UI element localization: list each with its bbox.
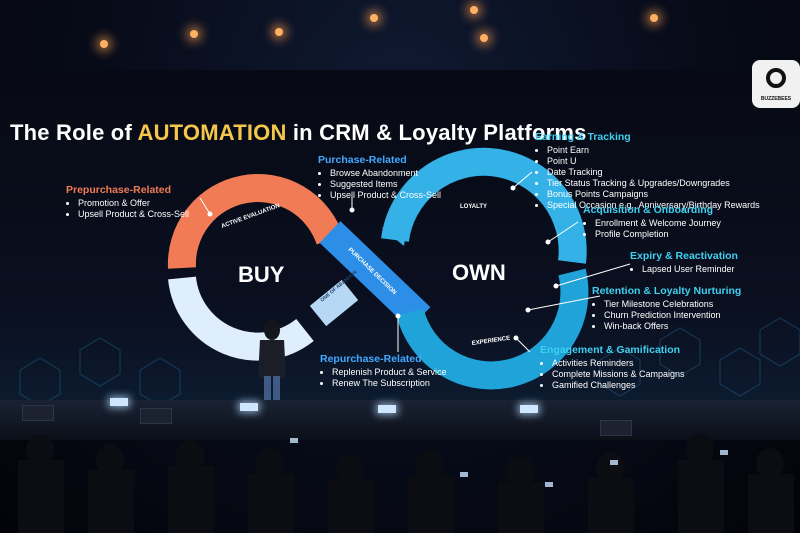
stage-monitor-speaker — [600, 420, 632, 436]
purchase-heading: Purchase-Related — [318, 154, 407, 166]
repurchase-block: Repurchase-Related Replenish Product & S… — [320, 354, 447, 389]
list-item: Upsell Product & Cross-Sell — [330, 190, 441, 201]
ceiling-light — [470, 6, 478, 14]
list-item: Churn Prediction Intervention — [604, 310, 741, 321]
expiry-heading: Expiry & Reactivation — [630, 250, 738, 262]
list-item: Gamified Challenges — [552, 380, 685, 391]
title-suffix: in CRM & Loyalty Platforms — [286, 120, 587, 145]
abandon-band — [309, 279, 359, 327]
prepurchase-block: Prepurchase-Related Promotion & Offer Up… — [66, 185, 189, 220]
list-item: Upsell Product & Cross-Sell — [78, 209, 189, 220]
audience — [18, 434, 794, 533]
list-item: Special Occasion e.g., Anniversary/Birth… — [547, 200, 760, 211]
retention-heading: Retention & Loyalty Nurturing — [592, 285, 742, 297]
logo-ring-icon — [766, 68, 786, 88]
stage-light — [240, 403, 258, 411]
acquisition-heading: Acquisition & Onboarding — [583, 204, 714, 216]
stage-light — [520, 405, 538, 413]
list-item: Enrollment & Welcome Journey — [595, 218, 721, 229]
own-label: OWN — [452, 260, 506, 285]
arc-label-experience: EXPERIENCE — [471, 336, 510, 347]
logo-text: BUZZEBEES — [760, 96, 792, 102]
repurchase-heading: Repurchase-Related — [320, 353, 422, 365]
arc-label-loyalty: LOYALTY — [460, 204, 487, 210]
purchase-decision-band — [319, 221, 431, 329]
list-item: Point Earn — [547, 145, 760, 156]
prepurchase-heading: Prepurchase-Related — [66, 184, 172, 196]
ceiling-light — [275, 28, 283, 36]
earning-block: Earning & Tracking Point Earn Point U Da… — [535, 132, 760, 211]
list-item: Promotion & Offer — [78, 198, 189, 209]
ceiling-light — [100, 40, 108, 48]
list-item: Renew The Subscription — [332, 378, 447, 389]
engagement-heading: Engagement & Gamification — [540, 344, 681, 356]
list-item: Browse Abandonment — [330, 168, 441, 179]
title-highlight: AUTOMATION — [137, 120, 287, 145]
own-loop-top-arc — [381, 147, 587, 264]
own-loop-bottom-arc — [396, 268, 589, 390]
ceiling-light — [370, 14, 378, 22]
engagement-block: Engagement & Gamification Activities Rem… — [540, 345, 685, 391]
list-item: Suggested Items — [330, 179, 441, 190]
list-item: Profile Completion — [595, 229, 721, 240]
list-item: Win-back Offers — [604, 321, 741, 332]
presenter — [258, 320, 286, 419]
earning-heading: Earning & Tracking — [535, 131, 631, 143]
stage-floor — [0, 400, 800, 440]
list-item: Complete Missions & Campaigns — [552, 369, 685, 380]
buy-loop-bottom-arc — [168, 276, 314, 361]
list-item: Point U — [547, 156, 760, 167]
list-item: Lapsed User Reminder — [642, 264, 738, 275]
buy-label: BUY — [238, 262, 285, 287]
loop-arrow-head — [382, 218, 408, 246]
ceiling-light — [650, 14, 658, 22]
buy-loop-top-arc — [167, 174, 344, 269]
purchase-block: Purchase-Related Browse Abandonment Sugg… — [318, 155, 441, 201]
stage-monitor-speaker — [22, 405, 54, 421]
expiry-block: Expiry & Reactivation Lapsed User Remind… — [630, 251, 738, 275]
list-item: Activities Reminders — [552, 358, 685, 369]
title-prefix: The Role of — [10, 120, 138, 145]
stage-monitor-speaker — [140, 408, 172, 424]
retention-block: Retention & Loyalty Nurturing Tier Miles… — [592, 286, 741, 332]
list-item: Tier Status Tracking & Upgrades/Downgrad… — [547, 178, 760, 189]
list-item: Tier Milestone Celebrations — [604, 299, 741, 310]
list-item: Bonus Points Campaigns — [547, 189, 760, 200]
stage-light — [110, 398, 128, 406]
slide-title: The Role of AUTOMATION in CRM & Loyalty … — [10, 120, 587, 146]
ceiling-light — [480, 34, 488, 42]
brand-logo: BUZZEBEES — [752, 60, 800, 108]
acquisition-block: Acquisition & Onboarding Enrollment & We… — [583, 205, 721, 240]
list-item: Date Tracking — [547, 167, 760, 178]
stage-light — [378, 405, 396, 413]
ceiling-light — [190, 30, 198, 38]
hexagon-pattern — [19, 317, 800, 400]
list-item: Replenish Product & Service — [332, 367, 447, 378]
